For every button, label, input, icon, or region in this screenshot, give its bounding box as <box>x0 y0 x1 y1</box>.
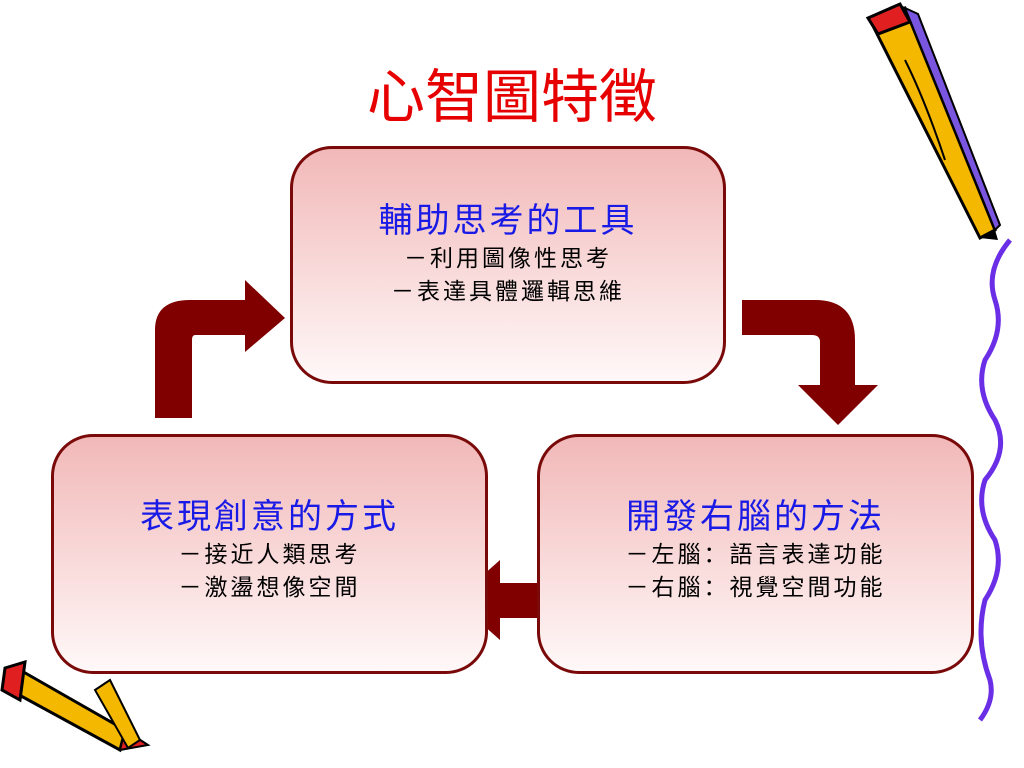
box-line: －激盪想像空間 <box>178 575 361 601</box>
box-line: －利用圖像性思考 <box>404 246 612 272</box>
pencil-icon-bottom-left <box>0 659 151 753</box>
box-thinking-tool: 輔助思考的工具 －利用圖像性思考 －表達具體邏輯思維 <box>290 146 726 384</box>
box-line: －接近人類思考 <box>178 542 361 568</box>
box-right-brain: 開發右腦的方法 －左腦：語言表達功能 －右腦：視覺空間功能 <box>537 434 974 674</box>
wavy-line <box>977 238 1012 722</box>
box-creative-expression: 表現創意的方式 －接近人類思考 －激盪想像空間 <box>51 434 488 674</box>
pencil-icon-top-right <box>865 2 1002 241</box>
box-line: －表達具體邏輯思維 <box>391 279 625 305</box>
arrow-left-to-top <box>155 280 285 418</box>
arrow-top-to-right <box>742 300 878 425</box>
box-heading: 開發右腦的方法 <box>626 497 885 537</box>
box-heading: 輔助思考的工具 <box>378 201 638 241</box>
slide-title: 心智圖特徵 <box>366 63 657 131</box>
box-line: －左腦：語言表達功能 <box>625 542 886 568</box>
box-heading: 表現創意的方式 <box>140 497 399 537</box>
box-line: －右腦：視覺空間功能 <box>625 575 886 601</box>
